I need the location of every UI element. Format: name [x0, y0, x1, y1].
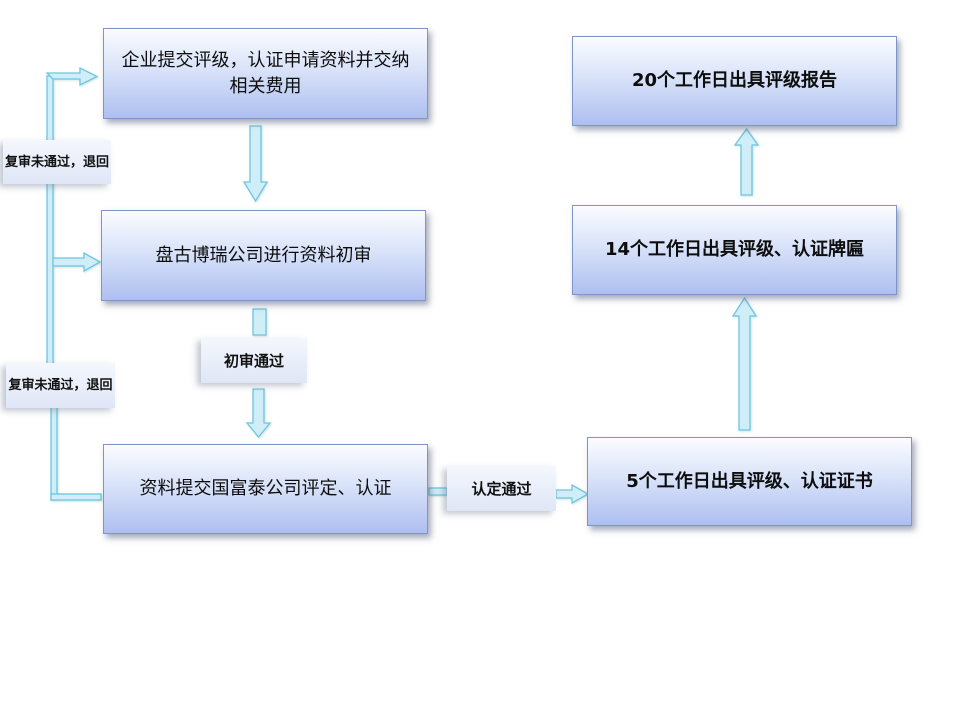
loop-line-top [46, 75, 54, 367]
label-reject-bottom: 复审未通过，退回 [6, 363, 115, 408]
arrow-pass-to-cert5 [555, 483, 590, 505]
node-report-20days: 20个工作日出具评级报告 [572, 36, 897, 126]
loop-line-bottom-h [50, 493, 102, 501]
arrow-loop-to-review [52, 251, 102, 273]
node-initial-review: 盘古博瑞公司进行资料初审 [101, 210, 426, 301]
node-plaque-14days: 14个工作日出具评级、认证牌匾 [572, 205, 897, 295]
label-cert-pass: 认定通过 [447, 466, 556, 511]
label-initial-pass: 初审通过 [201, 338, 307, 383]
loop-line-bottom [50, 399, 58, 501]
node-certificate-5days: 5个工作日出具评级、认证证书 [587, 437, 912, 526]
arrow-loop-to-submit [45, 66, 99, 87]
node-submit-application: 企业提交评级，认证申请资料并交纳相关费用 [103, 28, 428, 119]
arrow-pass-to-evaluate [245, 388, 272, 439]
arrow-stub-review [252, 308, 267, 336]
node-evaluate-certify: 资料提交国富泰公司评定、认证 [103, 444, 428, 534]
arrow-stub-evaluate [428, 487, 448, 496]
arrow-submit-to-review [242, 125, 269, 203]
label-reject-top: 复审未通过，退回 [3, 140, 111, 184]
arrow-cert5-to-plaque14 [731, 296, 758, 431]
arrow-plaque14-to-report20 [733, 127, 760, 196]
